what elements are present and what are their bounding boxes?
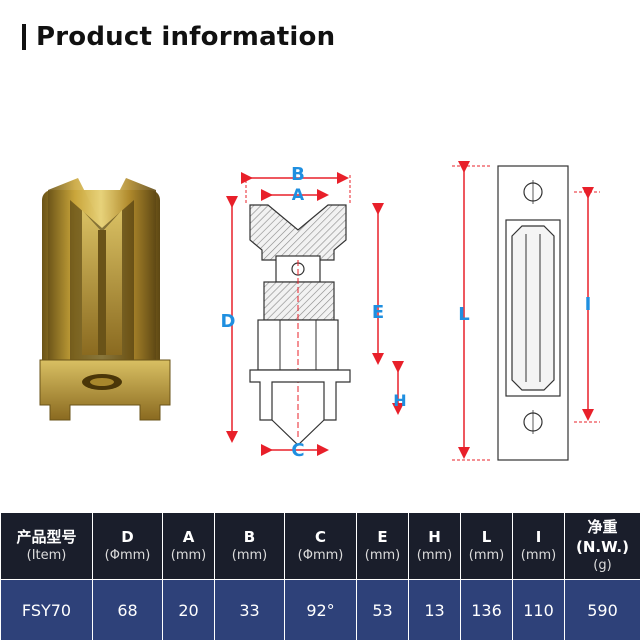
header-cell-i: I (mm) [513, 513, 565, 580]
cell-item: FSY70 [1, 580, 93, 641]
dim-label-l: L [458, 304, 469, 325]
header-cell-h: H (mm) [409, 513, 461, 580]
header-cell-c: C (Φmm) [285, 513, 357, 580]
side-view-drawing: L I [440, 150, 620, 480]
dim-label-b: B [291, 164, 305, 185]
table-row: FSY70 68 20 33 92° 53 13 136 110 590 [1, 580, 640, 641]
dim-label-h: H [393, 391, 406, 410]
product-figures: B A D E H C L [0, 150, 640, 480]
header-cell-e: E (mm) [357, 513, 409, 580]
dim-label-i: I [585, 294, 592, 315]
cell-e: 53 [357, 580, 409, 641]
cell-i: 110 [513, 580, 565, 641]
dim-label-d: D [221, 311, 236, 332]
header-accent-bar [22, 24, 26, 50]
cell-net-weight: 590 [565, 580, 640, 641]
cell-b: 33 [215, 580, 285, 641]
cell-h: 13 [409, 580, 461, 641]
table-header-row: 产品型号 (Item) D (Φmm) A (mm) B (mm) C (Φmm… [1, 513, 640, 580]
page-header: Product information [22, 20, 335, 54]
cell-l: 136 [461, 580, 513, 641]
cross-section-drawing: B A D E H C [210, 150, 410, 480]
header-cell-d: D (Φmm) [93, 513, 163, 580]
cell-c: 92° [285, 580, 357, 641]
v-groove-wheel-image [30, 170, 180, 430]
spec-table: 产品型号 (Item) D (Φmm) A (mm) B (mm) C (Φmm… [0, 512, 640, 641]
cell-a: 20 [163, 580, 215, 641]
dim-label-e: E [372, 302, 384, 323]
dim-label-a: A [292, 185, 305, 204]
header-cell-item: 产品型号 (Item) [1, 513, 93, 580]
dim-label-c: C [291, 440, 304, 461]
page-title: Product information [36, 22, 335, 52]
header-cell-net-weight: 净重 (N.W.) (g) [565, 513, 640, 580]
cell-d: 68 [93, 580, 163, 641]
header-cell-l: L (mm) [461, 513, 513, 580]
header-cell-b: B (mm) [215, 513, 285, 580]
header-cell-a: A (mm) [163, 513, 215, 580]
